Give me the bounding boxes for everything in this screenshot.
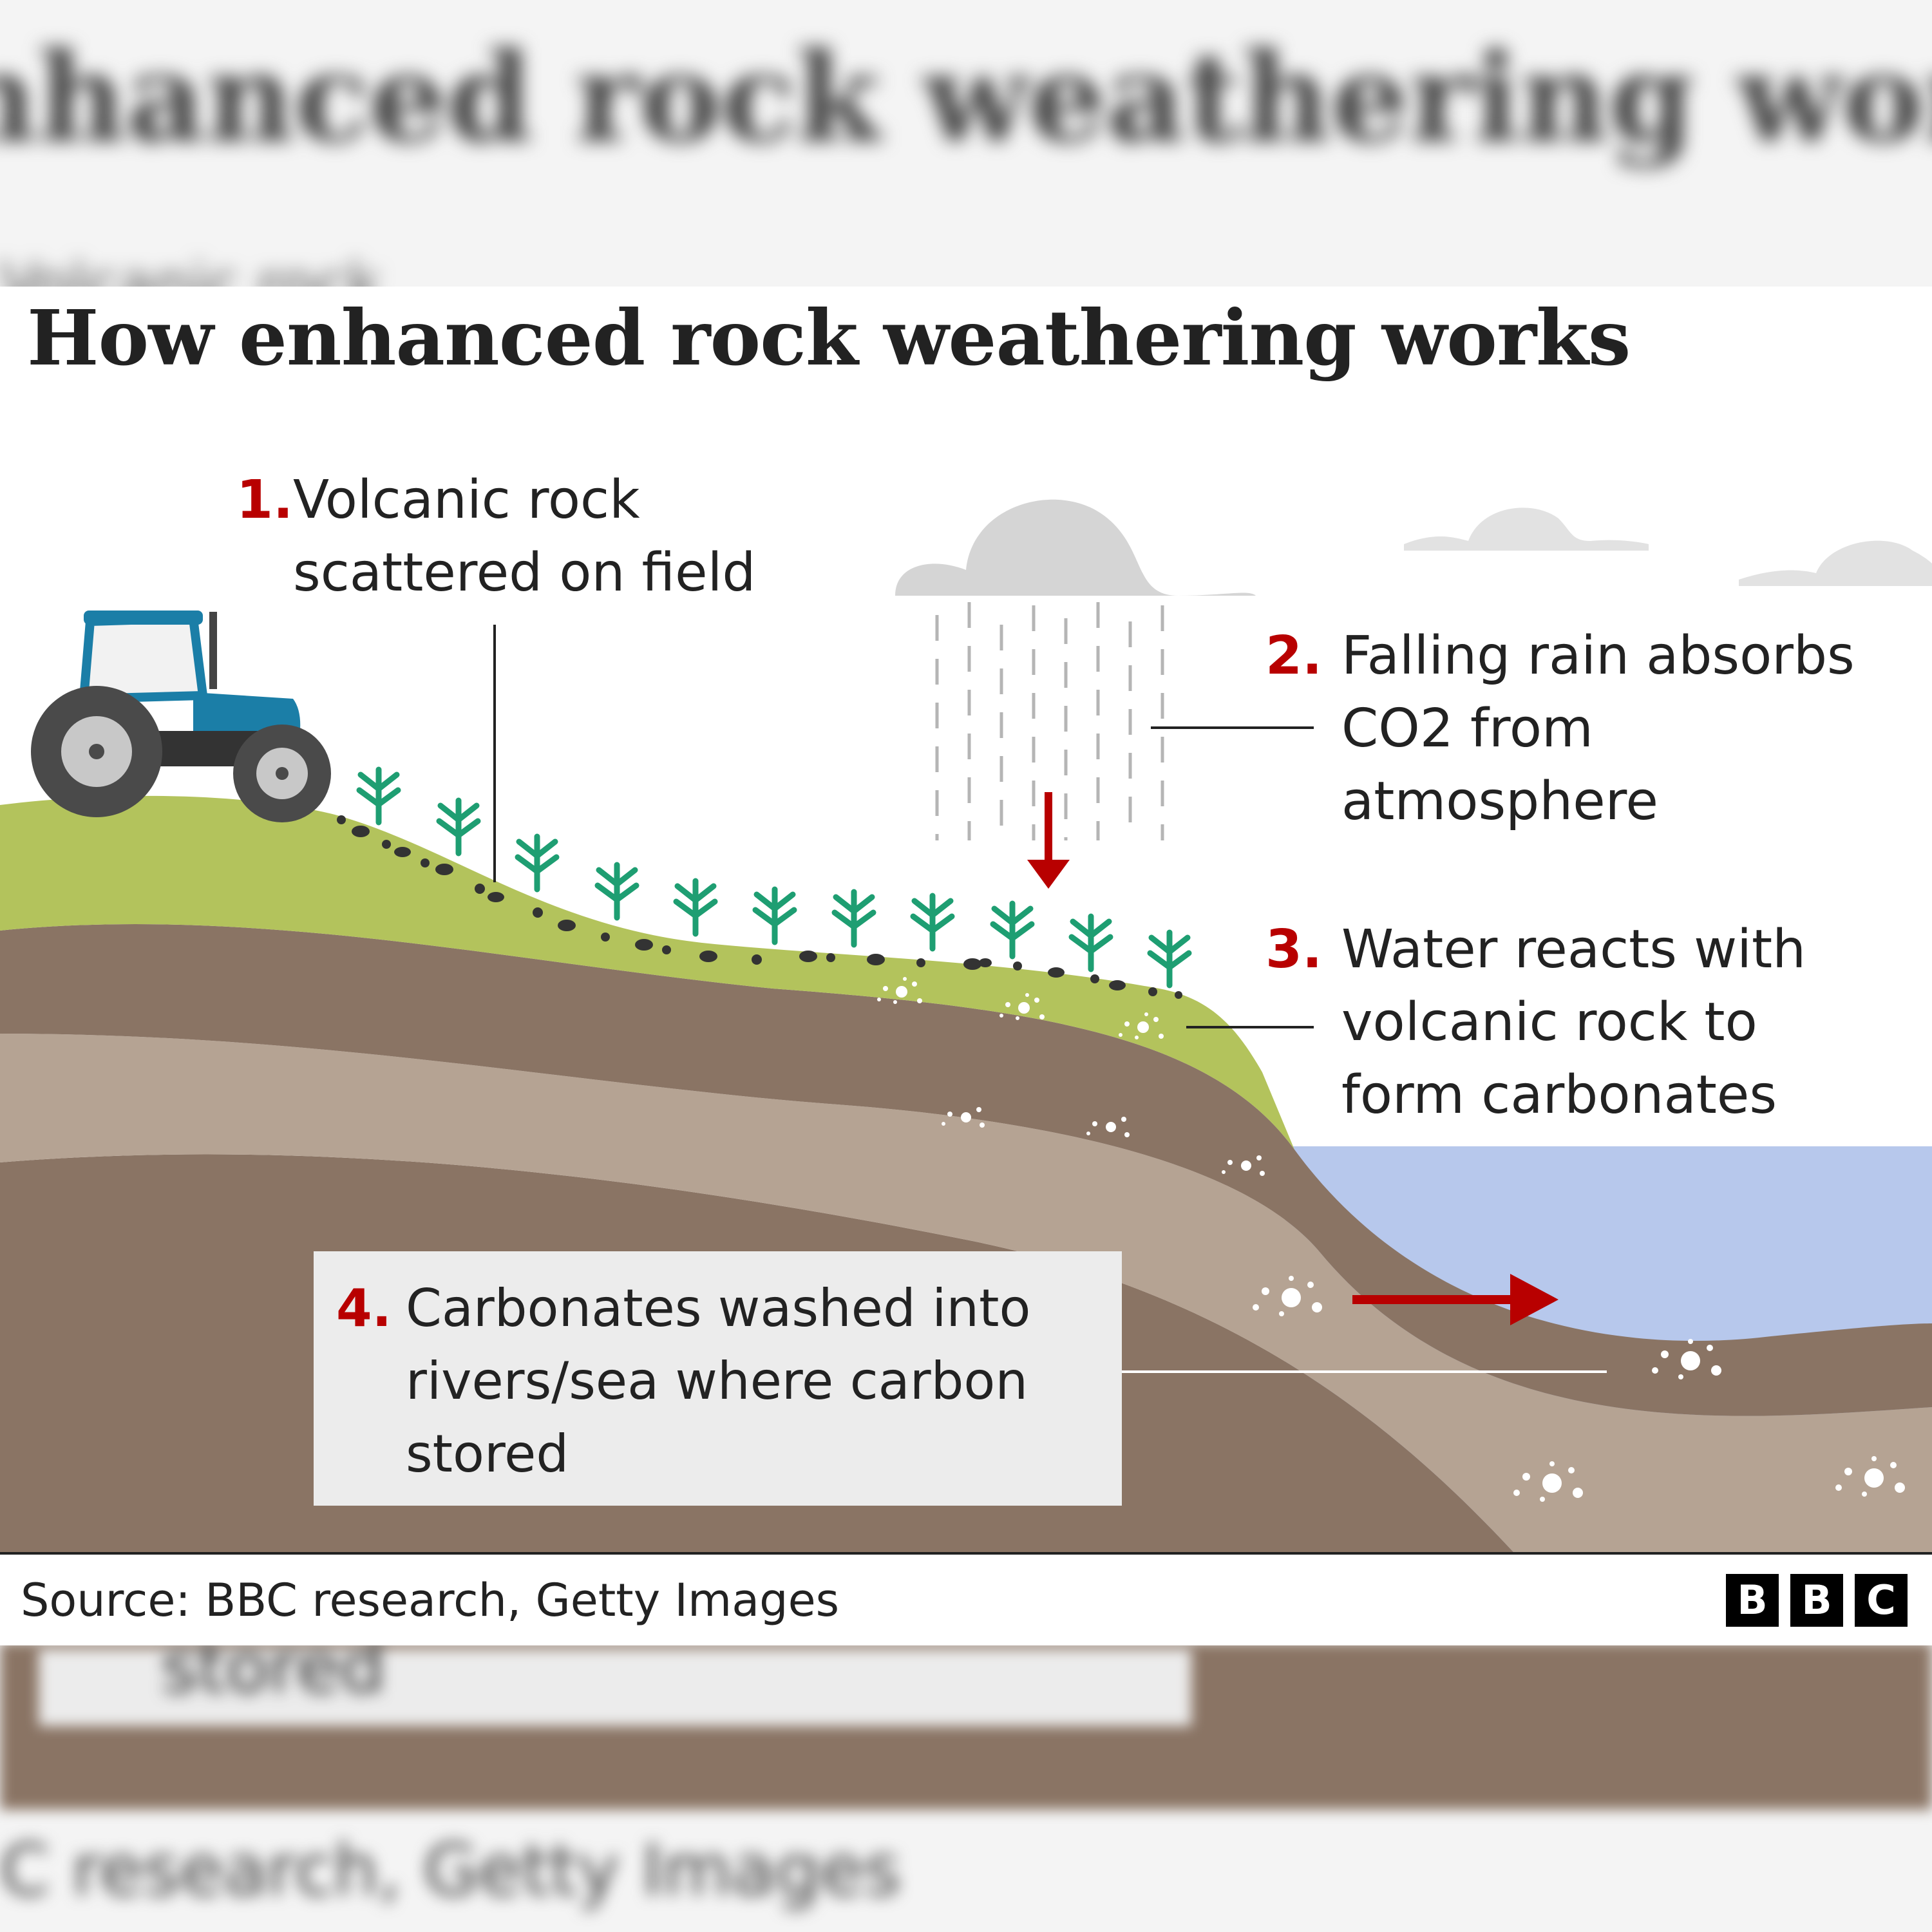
plants [356, 766, 1192, 989]
tractor-exhaust [209, 612, 217, 689]
soil-dark-layer [0, 923, 1932, 1416]
rock-icon [963, 958, 981, 970]
rock-icon [488, 892, 504, 902]
carbonate-icon [1835, 1456, 1905, 1497]
rock-icon [533, 907, 543, 918]
tractor-icon [31, 611, 331, 822]
bbc-logo-block: B [1790, 1574, 1843, 1627]
tractor-rear-axle [89, 744, 104, 759]
carbonate-particles [877, 977, 1905, 1502]
rain-icon [935, 602, 1164, 840]
soil-light-layer [0, 1034, 1932, 1552]
bbc-logo: B B C [1726, 1574, 1908, 1627]
plant-icon [1147, 929, 1192, 989]
step-3-line-1: Water reacts with [1341, 919, 1806, 980]
carbonate-icon [1222, 1155, 1265, 1176]
step-4-number: 4. [336, 1278, 392, 1338]
rock-icon [635, 939, 653, 951]
arrow-right-icon [1352, 1274, 1558, 1325]
blur-title: nhanced rock weathering works [0, 26, 1932, 169]
carbonate-icon [1513, 1461, 1583, 1502]
step-4-line-1: Carbonates washed into [406, 1278, 1031, 1338]
rock-icon [1148, 987, 1157, 996]
step-1-line-2: scattered on field [293, 542, 756, 603]
step-4-line-2: rivers/sea where carbon [406, 1351, 1028, 1411]
rock-icon [699, 951, 717, 962]
step-1-line-1: Volcanic rock [293, 469, 640, 531]
plant-icon [356, 766, 401, 826]
footer: Source: BBC research, Getty Images B B C [0, 1552, 1932, 1645]
plant-icon [594, 862, 639, 921]
rock-icon [799, 951, 817, 962]
field-grass [0, 795, 1294, 1150]
plant-icon [752, 886, 797, 945]
rock-icon [382, 840, 391, 849]
step-2-line-2: CO2 from [1341, 698, 1593, 759]
step-3-line-3: form carbonates [1341, 1065, 1777, 1126]
carbonate-icon [999, 993, 1045, 1020]
bbc-logo-block: C [1855, 1574, 1908, 1627]
step-3-line-2: volcanic rock to [1341, 992, 1757, 1053]
arrow-down-icon [1027, 792, 1070, 889]
rock-icon [421, 858, 430, 867]
carbonate-icon [1119, 1012, 1164, 1039]
rock-icon [1090, 974, 1099, 983]
rock-icon [752, 954, 762, 965]
bbc-logo-block: B [1726, 1574, 1779, 1627]
plant-icon [831, 889, 876, 948]
plant-icon [436, 797, 481, 857]
step-1-label: 1. Volcanic rock scattered on field [236, 464, 756, 609]
cloud-icon [895, 499, 1256, 596]
carbonate-icon [1253, 1276, 1322, 1316]
rock-icon [979, 958, 992, 967]
rock-icon [435, 864, 453, 875]
carbonate-icon [877, 977, 922, 1004]
step-2-label: 2. Falling rain absorbs CO2 from atmosph… [1265, 620, 1855, 838]
volcanic-rocks [337, 815, 1182, 999]
rock-icon [916, 958, 925, 967]
infographic-card: How enhanced rock weathering works [0, 287, 1932, 1645]
step-1-number: 1. [236, 469, 294, 531]
rock-icon [475, 884, 485, 894]
step-2-line-3: atmosphere [1341, 771, 1658, 832]
step-4-box [314, 1251, 1122, 1506]
rock-icon [394, 847, 411, 857]
tractor-front-axle [276, 767, 289, 780]
plant-icon [910, 893, 955, 952]
plant-icon [673, 878, 718, 937]
tractor-roof [84, 611, 203, 625]
source-credit: Source: BBC research, Getty Images [21, 1574, 840, 1627]
rock-icon [1109, 980, 1126, 990]
cloud-icon [1404, 507, 1649, 551]
rock-icon [867, 954, 885, 965]
rock-icon [337, 815, 346, 824]
rock-icon [1175, 991, 1182, 999]
step-4-line-3: stored [406, 1424, 569, 1484]
infographic-title: How enhanced rock weathering works [27, 293, 1631, 383]
rock-icon [601, 933, 610, 942]
step-3-label: 3. Water reacts with volcanic rock to fo… [1265, 913, 1806, 1132]
rock-icon [662, 945, 671, 954]
plant-icon [990, 900, 1035, 960]
step-2-line-1: Falling rain absorbs [1341, 625, 1855, 687]
step-4-label: 4. Carbonates washed into rivers/sea whe… [336, 1272, 1031, 1490]
rock-icon [826, 953, 835, 962]
rock-icon [1013, 961, 1022, 971]
step-2-number: 2. [1265, 625, 1323, 687]
cloud-icon [1739, 540, 1932, 586]
step-3-number: 3. [1265, 919, 1323, 980]
plant-icon [1068, 913, 1113, 972]
carbonate-icon [1086, 1117, 1130, 1137]
blur-box [39, 1649, 1191, 1726]
rock-icon [1048, 967, 1065, 978]
carbonate-icon [1652, 1339, 1721, 1379]
blur-source: C research, Getty Images [0, 1829, 901, 1911]
carbonate-icon [942, 1107, 985, 1128]
rock-icon [558, 920, 576, 931]
rock-icon [352, 826, 370, 837]
plant-icon [515, 833, 560, 893]
